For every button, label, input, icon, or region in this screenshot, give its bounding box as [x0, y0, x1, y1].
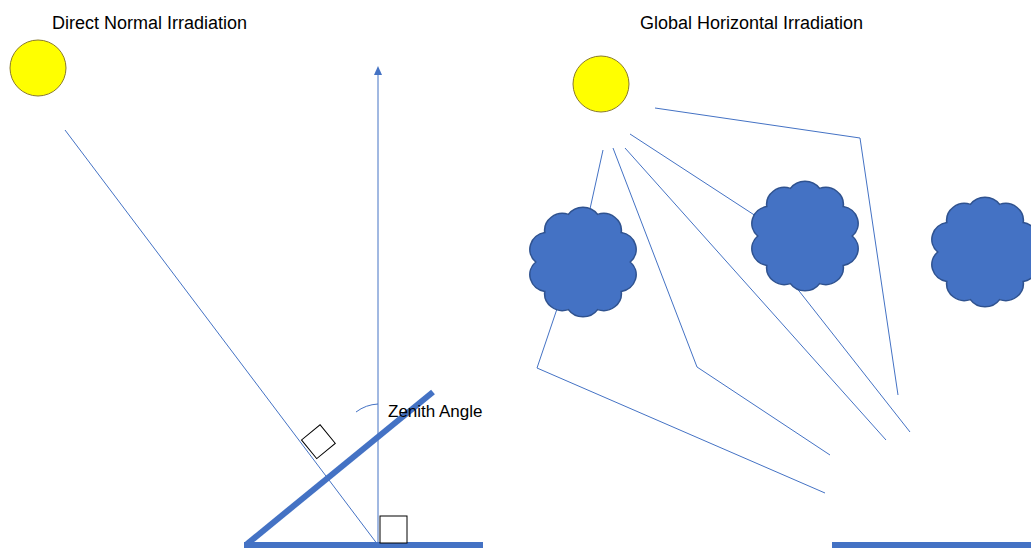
angle-label: Zenith Angle — [388, 402, 483, 422]
cloud — [932, 197, 1031, 307]
ground-bar — [244, 542, 483, 548]
right-angle-mark — [302, 425, 336, 459]
sun-ray — [537, 300, 825, 493]
sun-ray — [65, 130, 378, 545]
panel-title: Global Horizontal Irradiation — [640, 13, 863, 35]
angle-arc — [356, 404, 378, 412]
panel-title: Direct Normal Irradiation — [52, 13, 247, 35]
sun-ray — [630, 134, 762, 220]
zenith-arrow — [378, 70, 379, 545]
cloud — [752, 181, 858, 291]
sun-ray — [792, 282, 910, 432]
sun — [10, 40, 66, 96]
cloud — [530, 207, 636, 317]
right-angle-mark — [380, 516, 407, 543]
ground-bar — [832, 542, 1031, 548]
sun-ray — [625, 148, 886, 440]
sun — [573, 56, 629, 112]
